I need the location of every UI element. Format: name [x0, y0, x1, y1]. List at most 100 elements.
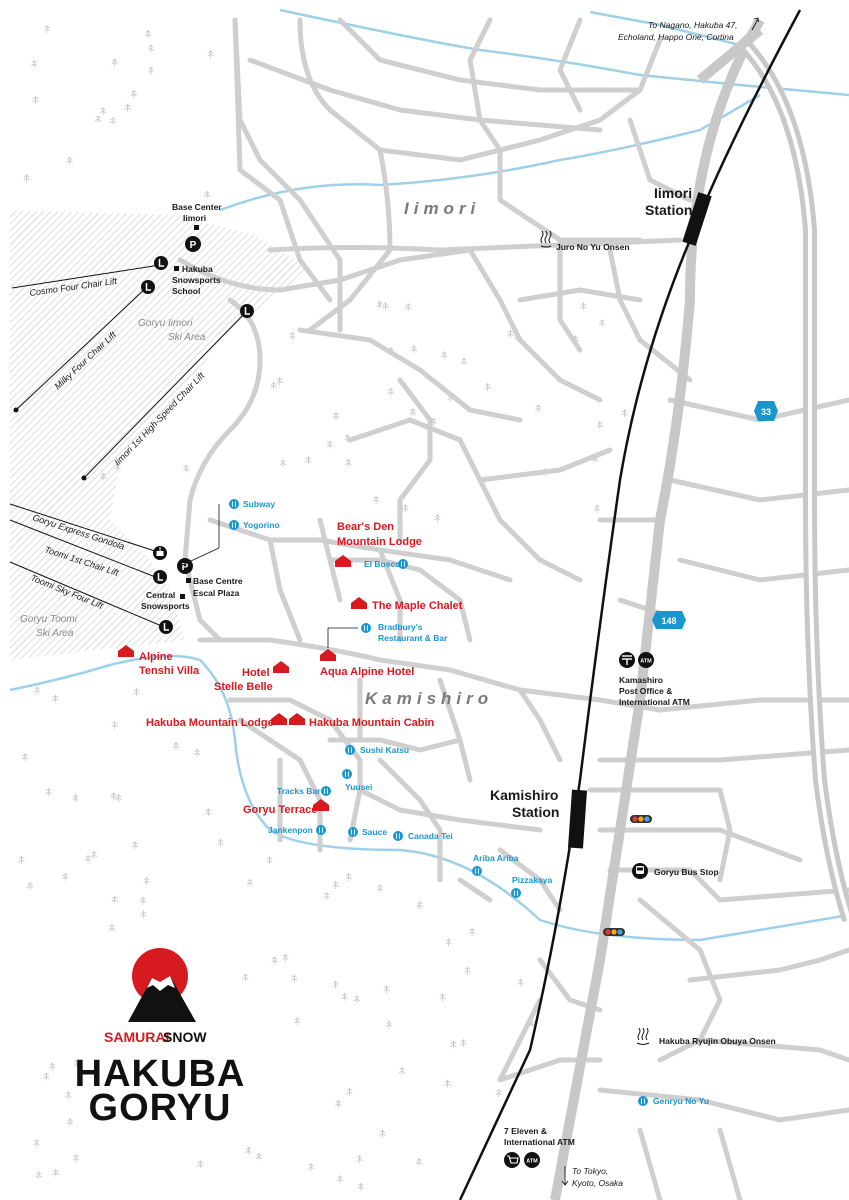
parking-icon: P: [185, 236, 201, 252]
tree-icon: [290, 974, 298, 983]
tree-icon: [72, 793, 79, 803]
tree-icon: [401, 503, 409, 513]
tree-icon: [353, 994, 361, 1004]
restaurant-marker: [228, 519, 240, 531]
svg-text:ATM: ATM: [640, 659, 652, 665]
svg-text:33: 33: [761, 407, 771, 417]
ski-area-iimori: Goryu Iimori: [138, 318, 193, 329]
tree-icon: [415, 1157, 423, 1167]
route-148: [550, 17, 765, 1200]
tree-icon: [416, 900, 424, 910]
tree-icon: [147, 66, 155, 75]
area-name-kamishiro: Kamishiro: [365, 689, 493, 708]
tree-icon: [270, 381, 277, 390]
tree-icon: [372, 495, 380, 505]
tree-icon: [52, 1168, 60, 1178]
restaurant-canada-tei: Canada Tei: [408, 831, 453, 841]
tree-icon: [409, 407, 417, 417]
tree-icon: [345, 872, 352, 882]
ski-area-iimori-2: Ski Area: [168, 332, 206, 343]
iimori-station-platform: [682, 192, 712, 246]
accommodation-marker: [335, 555, 351, 567]
samurai-snow-logo: SAMURAI SNOW HAKUBA GORYU: [75, 948, 246, 1129]
tree-icon: [346, 1087, 353, 1097]
tree-icon: [108, 923, 116, 933]
restaurant-yogorino: Yogorino: [243, 520, 280, 530]
svg-text:148: 148: [661, 616, 676, 626]
tree-icon: [111, 895, 119, 905]
restaurant-yuusei: Yuusei: [345, 782, 372, 792]
lift-icon: [153, 255, 169, 271]
tree-icon: [334, 1099, 342, 1109]
atm-icon: ATM: [638, 652, 654, 668]
tree-icon: [332, 880, 340, 890]
route-148-shield: 148: [652, 611, 686, 629]
tree-icon: [307, 1162, 315, 1172]
tree-icon: [84, 854, 92, 864]
lodge-goryu-terrace: Goryu Terrace: [243, 804, 317, 816]
onsen-icon: [636, 1027, 650, 1045]
tree-icon: [131, 840, 139, 850]
poi-7-eleven-2: International ATM: [504, 1137, 575, 1147]
ski-area-toomi-2: Ski Area: [36, 628, 74, 639]
lodge-stelle-belle-2: Stelle Belle: [214, 681, 273, 693]
tree-icon: [109, 116, 117, 126]
escal-plaza-marker: [186, 578, 191, 583]
restaurant-sauce: Sauce: [362, 827, 387, 837]
tree-icon: [130, 89, 138, 99]
lodge-bears-den-2: Mountain Lodge: [337, 536, 422, 548]
direction-north: To Nagano, Hakuba 47,: [648, 20, 737, 30]
tree-icon: [376, 884, 384, 893]
onsen-icon: [540, 230, 552, 248]
tree-icon: [124, 103, 132, 113]
ski-area-toomi: Goryu Toomi: [20, 614, 78, 625]
tree-icon: [385, 1020, 393, 1029]
traffic-light-icon: [630, 815, 652, 823]
base-center-iimori-marker: [194, 225, 199, 230]
poi-post-office-3: International ATM: [619, 697, 690, 707]
restaurant-marker: [344, 744, 356, 756]
tree-icon: [534, 403, 542, 413]
svg-text:P: P: [182, 562, 189, 573]
tree-icon: [182, 464, 190, 474]
tree-icon: [596, 420, 604, 430]
direction-south-2: Kyoto, Osaka: [572, 1178, 623, 1188]
direction-south: To Tokyo,: [572, 1166, 608, 1176]
tree-icon: [516, 978, 524, 987]
tree-icon: [332, 411, 340, 421]
lodge-tenshi-villa-2: Tenshi Villa: [139, 665, 200, 677]
tree-icon: [593, 504, 601, 513]
brand-title-hakuba: HAKUBA: [75, 1053, 246, 1095]
kamishiro-station-platform: [567, 789, 588, 849]
restaurant-marker: [471, 865, 483, 877]
tree-icon: [207, 49, 215, 59]
station-name-iimori: Iimori: [654, 185, 692, 201]
poi-base-centre-escal: Base Centre: [193, 576, 243, 586]
tree-icon: [111, 720, 118, 730]
restaurant-ariba-ariba: Ariba Ariba: [473, 853, 519, 863]
bus-stop-icon: [632, 863, 648, 879]
poi-snowsports-school-3: School: [172, 286, 200, 296]
tree-icon: [271, 955, 279, 965]
tree-icon: [217, 838, 224, 847]
tree-icon: [45, 787, 52, 797]
tree-icon: [464, 966, 471, 975]
tree-icon: [204, 807, 212, 817]
tree-icon: [90, 850, 98, 860]
restaurant-marker: [320, 785, 332, 797]
tree-icon: [404, 302, 412, 312]
tree-icon: [382, 301, 389, 311]
restaurant-subway: Subway: [243, 499, 275, 509]
tree-icon: [341, 992, 349, 1002]
tree-icon: [326, 440, 334, 450]
poi-base-center-iimori-2: Iimori: [183, 213, 206, 223]
tree-icon: [26, 881, 34, 891]
tree-icon: [357, 1182, 365, 1192]
tree-icon: [279, 458, 287, 468]
brand-title-goryu: GORYU: [89, 1087, 232, 1129]
lift-icon: [140, 279, 156, 295]
tree-icon: [48, 1062, 56, 1071]
tree-icon: [356, 1154, 363, 1164]
poi-juro-no-yu: Juro No Yu Onsen: [556, 242, 630, 252]
